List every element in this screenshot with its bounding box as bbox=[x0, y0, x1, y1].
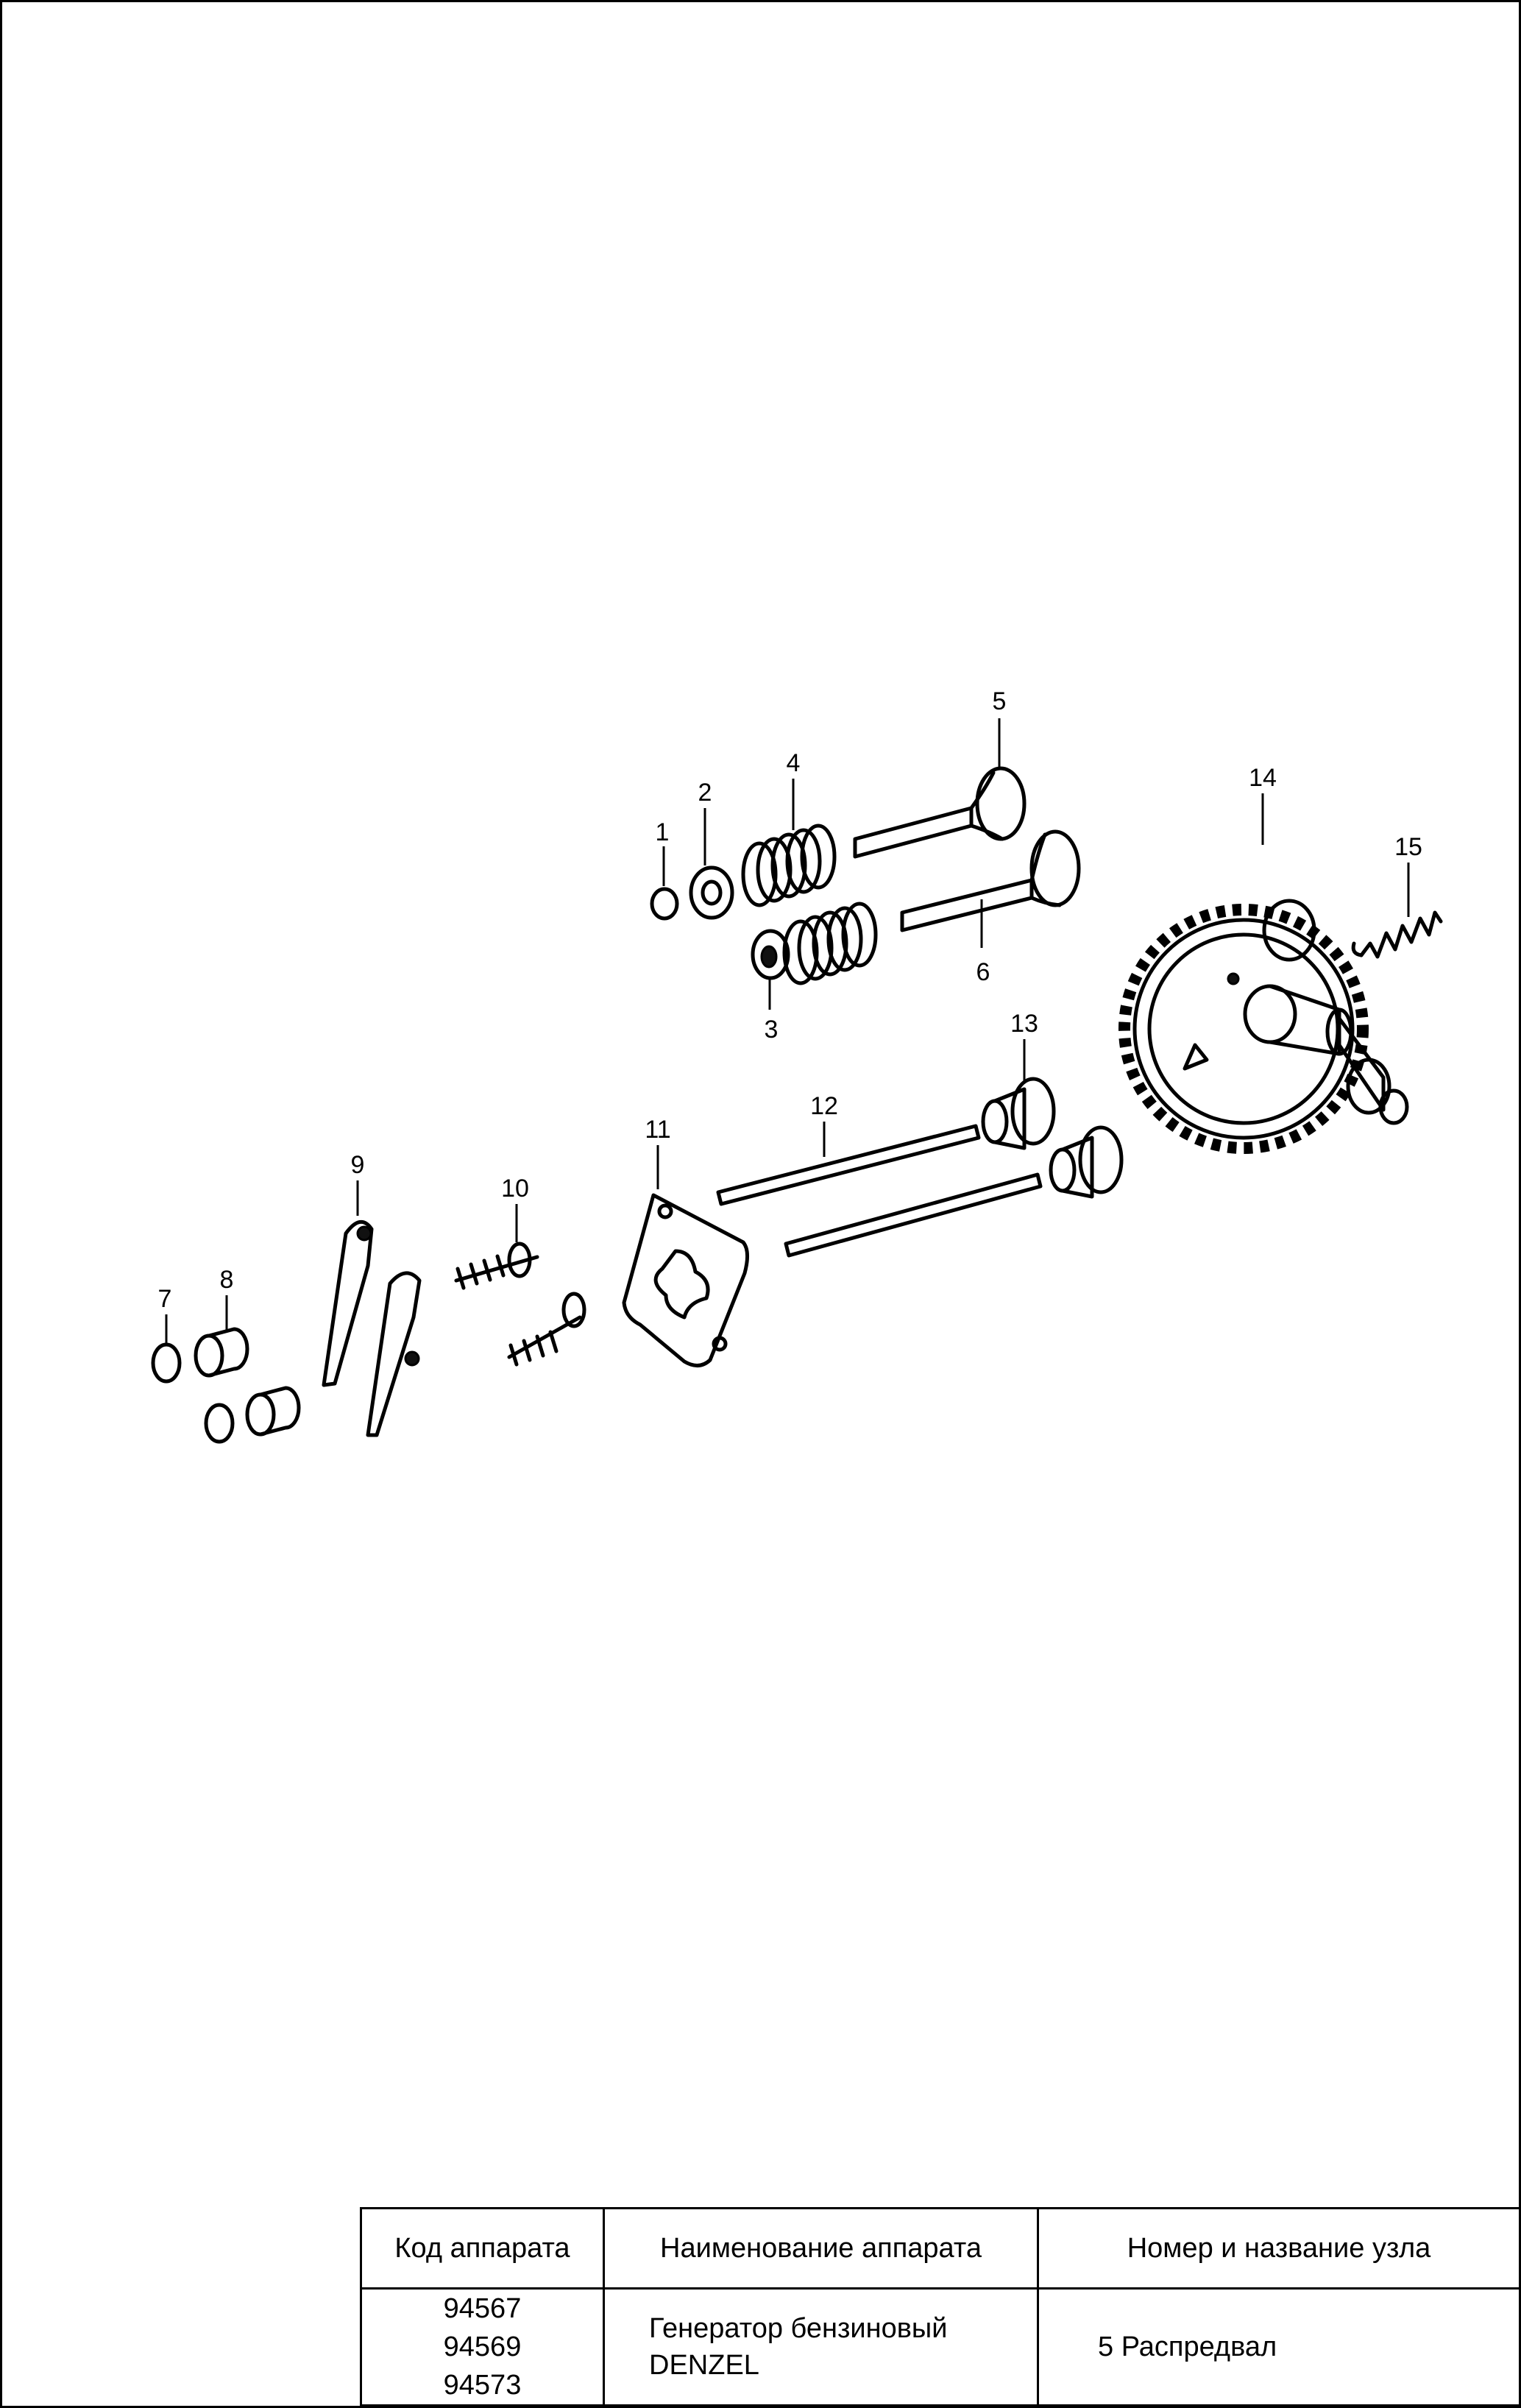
part-2-retainer bbox=[689, 865, 734, 920]
callout-13: 13 bbox=[1010, 1010, 1038, 1038]
callout-14: 14 bbox=[1249, 764, 1277, 792]
part-6-valve bbox=[900, 829, 1081, 932]
callout-3: 3 bbox=[765, 1016, 779, 1044]
part-5-valve bbox=[853, 766, 1027, 859]
part-8-pivots bbox=[194, 1327, 301, 1437]
callout-9: 9 bbox=[351, 1151, 365, 1179]
title-block: Код аппарата Наименование аппарата Номер… bbox=[360, 2207, 1521, 2407]
callout-15: 15 bbox=[1394, 833, 1422, 861]
callout-2: 2 bbox=[698, 779, 712, 807]
callout-11: 11 bbox=[645, 1116, 670, 1144]
part-15-spring bbox=[1351, 910, 1443, 959]
callout-7: 7 bbox=[158, 1285, 172, 1313]
part-9-rocker-arms bbox=[322, 1220, 422, 1437]
part-10-studs bbox=[454, 1242, 586, 1367]
callout-4: 4 bbox=[787, 749, 801, 777]
device-code: 94567 bbox=[443, 2293, 522, 2324]
leader-lines bbox=[165, 718, 1410, 1344]
exploded-view-diagram: 1 2 3 4 5 6 7 8 9 10 11 12 13 14 15 bbox=[151, 687, 1443, 1444]
part-7-nuts bbox=[151, 1342, 235, 1444]
device-code: 94569 bbox=[443, 2331, 522, 2362]
part-14-camshaft bbox=[1118, 899, 1409, 1154]
callout-8: 8 bbox=[220, 1266, 234, 1294]
title-block-value-row: 94567 94569 94573 Генератор бензиновый D… bbox=[360, 2287, 1521, 2407]
title-block-header-row: Код аппарата Наименование аппарата Номер… bbox=[360, 2207, 1521, 2290]
node-name-cell: 5 Распредвал bbox=[1037, 2287, 1521, 2407]
header-device-code: Код аппарата bbox=[360, 2207, 605, 2290]
header-node-name: Номер и название узла bbox=[1037, 2207, 1521, 2290]
callout-1: 1 bbox=[656, 818, 670, 846]
part-11-guide-plate bbox=[622, 1193, 749, 1367]
callout-12: 12 bbox=[810, 1092, 838, 1120]
part-12-push-rods bbox=[716, 1124, 1043, 1258]
callout-5: 5 bbox=[993, 687, 1007, 715]
device-name-line-2: DENZEL bbox=[649, 2350, 759, 2381]
callout-labels: 1 2 3 4 5 6 7 8 9 10 11 12 13 14 15 bbox=[158, 687, 1422, 1313]
device-codes-cell: 94567 94569 94573 bbox=[360, 2287, 605, 2407]
callout-6: 6 bbox=[976, 958, 990, 986]
device-name-cell: Генератор бензиновый DENZEL bbox=[603, 2287, 1039, 2407]
part-4-springs bbox=[741, 824, 878, 985]
device-code: 94573 bbox=[443, 2370, 522, 2401]
part-1-clip bbox=[650, 887, 679, 921]
header-device-name: Наименование аппарата bbox=[603, 2207, 1039, 2290]
part-13-tappets bbox=[981, 1077, 1124, 1199]
device-name-line-1: Генератор бензиновый bbox=[649, 2313, 948, 2344]
callout-10: 10 bbox=[501, 1175, 529, 1203]
